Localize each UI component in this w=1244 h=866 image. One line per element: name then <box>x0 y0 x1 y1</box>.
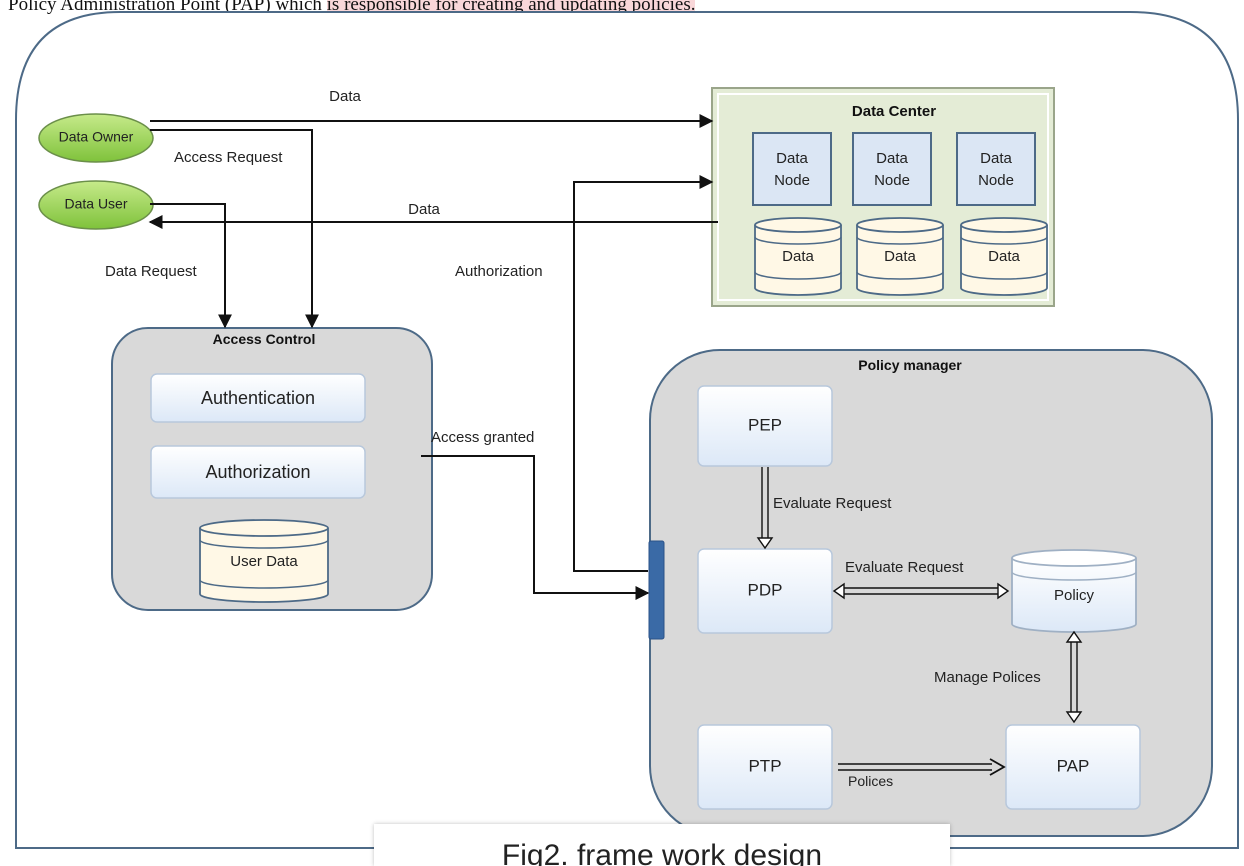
pdp-label: PDP <box>748 580 783 599</box>
data-store: Data <box>754 217 842 296</box>
access-control-title: Access Control <box>213 331 316 347</box>
data-store-label: Data <box>988 248 1020 265</box>
figure-caption-text: Fig2. frame work design <box>501 839 823 866</box>
data-store: Data <box>856 217 944 296</box>
authorization-edge-label: Authorization <box>455 263 543 280</box>
policy-flows <box>756 467 1083 776</box>
data-user-data-request <box>150 203 232 329</box>
pap-label: PAP <box>1057 756 1090 775</box>
figure-caption: Fig2. frame work design <box>374 824 950 866</box>
data-user-node: Data User <box>38 180 154 230</box>
authentication-label: Authentication <box>201 388 315 408</box>
ptp-box <box>697 724 833 810</box>
ptp-label: PTP <box>748 756 781 775</box>
data-return-label: Data <box>408 201 440 218</box>
edge-labels: Data Access Request Data Data Request Au… <box>105 88 1041 789</box>
pep-label: PEP <box>748 415 782 434</box>
authorization-link <box>573 175 714 572</box>
polices-label: Polices <box>848 773 893 789</box>
access-granted-label: Access granted <box>431 429 534 446</box>
data-owner-access-request <box>150 129 319 329</box>
authorization-box <box>150 445 366 499</box>
access-control: Access Control Authentication Authorizat… <box>111 327 433 611</box>
data-center-title: Data Center <box>852 103 936 120</box>
data-store: Data <box>960 217 1048 296</box>
access-granted-link <box>421 455 650 600</box>
data-store-group: Data Data Data <box>754 217 1048 296</box>
policy-manager-title: Policy manager <box>858 357 962 373</box>
data-owner-node: Data Owner <box>38 113 154 163</box>
data-request-label: Data Request <box>105 263 198 280</box>
policy-manager-port <box>648 540 665 640</box>
connectors <box>148 114 718 600</box>
evaluate-request-label-1: Evaluate Request <box>773 495 892 512</box>
authorization-label: Authorization <box>205 462 310 482</box>
authentication-box <box>150 373 366 423</box>
policy-pap-arrow <box>1065 630 1083 724</box>
data-store-label: Data <box>884 248 916 265</box>
policy-store: Policy <box>1011 549 1137 633</box>
ptp-to-pap-arrow <box>838 758 1006 776</box>
policy-label: Policy <box>1054 587 1095 604</box>
user-data-label: User Data <box>230 553 298 570</box>
manage-polices-label: Manage Polices <box>934 669 1041 686</box>
user-data-store: User Data <box>199 519 329 603</box>
access-request-label: Access Request <box>174 149 283 166</box>
pep-box <box>697 385 833 467</box>
pep-to-pdp-arrow <box>756 467 774 550</box>
pdp-policy-arrow <box>832 582 1010 600</box>
data-store-label: Data <box>782 248 814 265</box>
evaluate-request-label-2: Evaluate Request <box>845 559 964 576</box>
data-owner-label: Data Owner <box>59 129 134 145</box>
policy-manager: Policy manager PEP PDP PTP PAP Policy <box>648 349 1213 837</box>
pap-box <box>1005 724 1141 810</box>
data-user-label: Data User <box>64 196 127 212</box>
data-top-label: Data <box>329 88 361 105</box>
